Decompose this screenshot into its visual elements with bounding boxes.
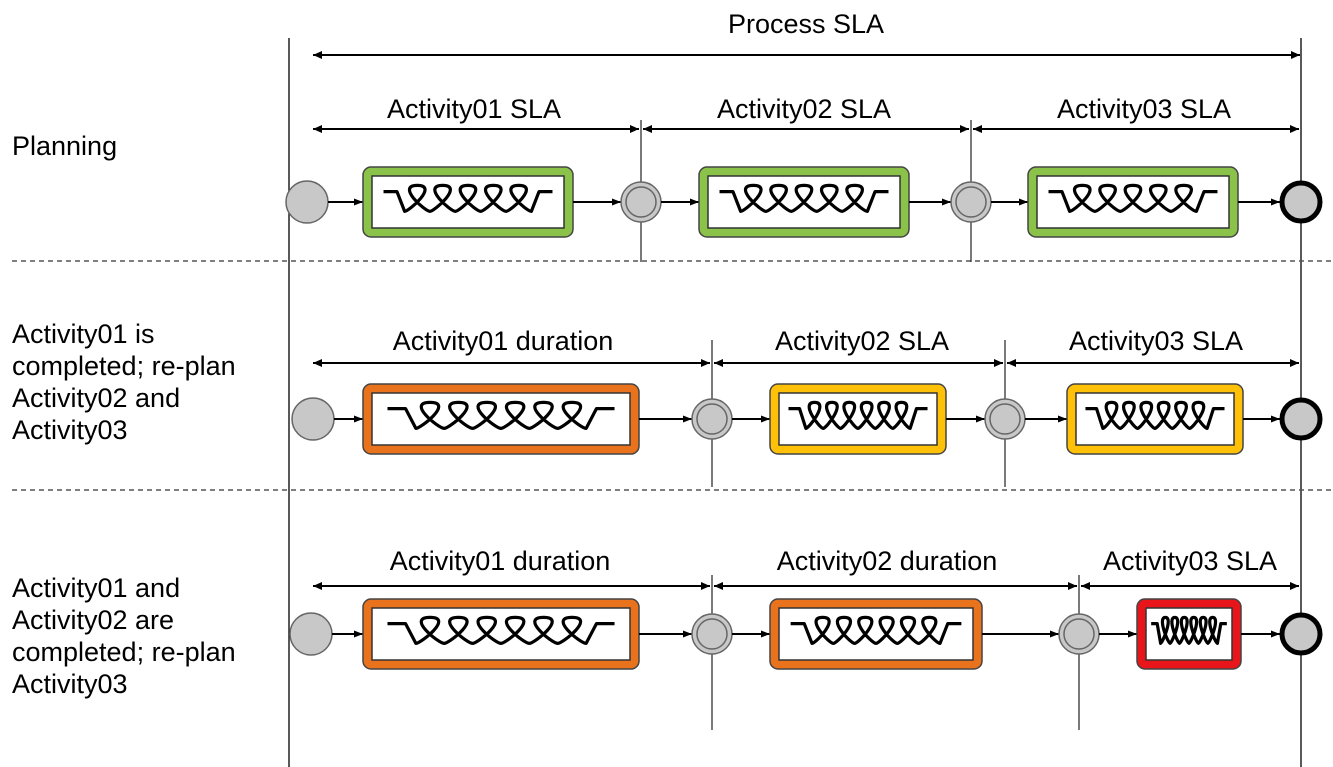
event-inner bbox=[989, 403, 1021, 435]
row-label-planning: Planning bbox=[12, 131, 118, 161]
coil-path bbox=[1151, 615, 1227, 645]
start-event-icon bbox=[285, 180, 329, 224]
segment-label-0: Activity01 duration bbox=[390, 546, 611, 576]
end-event-icon bbox=[1279, 612, 1323, 656]
loop-activity-icon bbox=[387, 615, 615, 645]
intermediate-event-icon bbox=[691, 613, 733, 655]
event-inner bbox=[625, 186, 657, 218]
activity-box-1 bbox=[769, 598, 983, 670]
process-sla-label: Process SLA bbox=[728, 9, 884, 39]
intermediate-event-icon bbox=[620, 181, 662, 223]
activity-inner bbox=[371, 607, 631, 661]
loop-activity-icon bbox=[383, 183, 553, 213]
intermediate-event-icon bbox=[984, 398, 1026, 440]
event-inner bbox=[955, 186, 987, 218]
segment-label-2: Activity03 SLA bbox=[1103, 546, 1277, 576]
loop-activity-icon bbox=[1048, 183, 1218, 213]
start-event-icon bbox=[291, 397, 335, 441]
loop-activity-icon bbox=[1085, 400, 1225, 430]
end-event-icon bbox=[1279, 180, 1323, 224]
segment-label-1: Activity02 SLA bbox=[717, 94, 891, 124]
row-label-replan-1: Activity01 is completed; re-plan Activit… bbox=[12, 319, 236, 445]
coil-path bbox=[383, 183, 553, 213]
activity-box-0 bbox=[362, 598, 640, 670]
activity-box-1 bbox=[698, 166, 910, 238]
process-row-0: Activity01 SLA Activity02 SLA Activity03 S… bbox=[285, 94, 1323, 262]
coil-path bbox=[387, 400, 615, 430]
intermediate-event-icon bbox=[950, 181, 992, 223]
segment-label-2: Activity03 SLA bbox=[1057, 94, 1231, 124]
activity-box-2 bbox=[1066, 383, 1244, 455]
coil-path bbox=[387, 615, 615, 645]
activity-inner bbox=[371, 392, 631, 446]
loop-activity-icon bbox=[719, 183, 889, 213]
segment-label-1: Activity02 SLA bbox=[775, 326, 949, 356]
process-row-1: Activity01 duration Activity02 SLA Activit… bbox=[291, 326, 1323, 487]
end-event-icon bbox=[1279, 397, 1323, 441]
coil-path bbox=[790, 615, 962, 645]
activity-box-0 bbox=[362, 383, 640, 455]
loop-activity-icon bbox=[1151, 615, 1227, 645]
segment-label-1: Activity02 duration bbox=[777, 546, 998, 576]
row-label-replan-2: Activity01 and Activity02 are completed;… bbox=[12, 573, 236, 699]
activity-box-0 bbox=[362, 166, 574, 238]
coil-path bbox=[719, 183, 889, 213]
activity-inner bbox=[778, 392, 938, 446]
intermediate-event-icon bbox=[691, 398, 733, 440]
loop-activity-icon bbox=[790, 615, 962, 645]
process-row-2: Activity01 duration Activity02 duration Ac… bbox=[289, 546, 1323, 730]
activity-box-2 bbox=[1027, 166, 1239, 238]
event-inner bbox=[1063, 618, 1095, 650]
loop-activity-icon bbox=[788, 400, 928, 430]
segment-label-2: Activity03 SLA bbox=[1069, 326, 1243, 356]
coil-path bbox=[788, 400, 928, 430]
segment-label-0: Activity01 SLA bbox=[387, 94, 561, 124]
intermediate-event-icon bbox=[1058, 613, 1100, 655]
event-inner bbox=[696, 403, 728, 435]
segment-label-0: Activity01 duration bbox=[393, 326, 614, 356]
start-event-icon bbox=[289, 612, 333, 656]
activity-box-1 bbox=[769, 383, 947, 455]
event-inner bbox=[696, 618, 728, 650]
activity-inner bbox=[778, 607, 974, 661]
coil-path bbox=[1085, 400, 1225, 430]
loop-activity-icon bbox=[387, 400, 615, 430]
coil-path bbox=[1048, 183, 1218, 213]
activity-box-2 bbox=[1136, 598, 1242, 670]
activity-inner bbox=[1075, 392, 1235, 446]
